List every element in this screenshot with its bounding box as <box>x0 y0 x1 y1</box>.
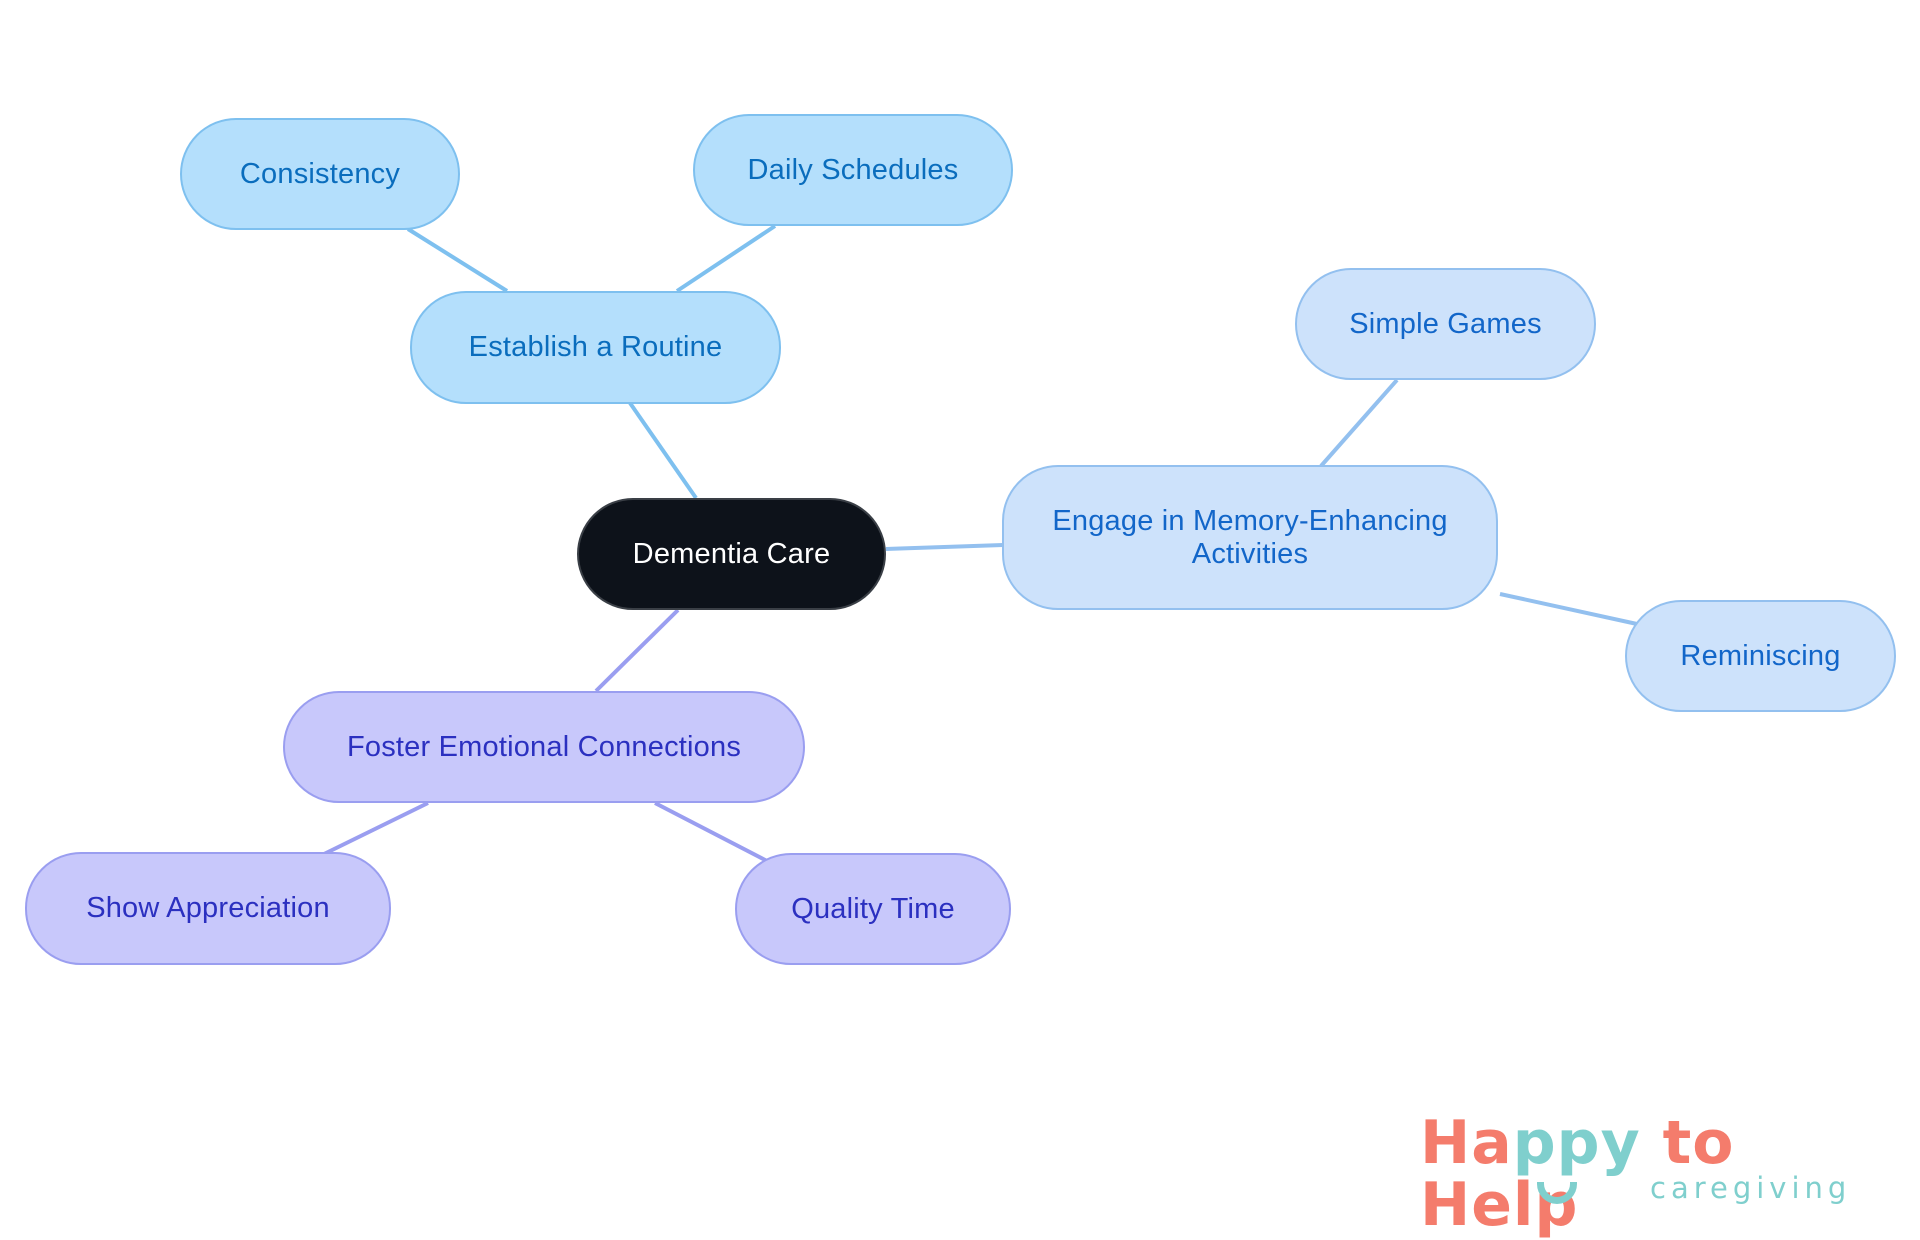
node-reminiscing[interactable]: Reminiscing <box>1625 600 1896 712</box>
node-consistency[interactable]: Consistency <box>180 118 460 230</box>
edge-root-to-emotion <box>594 608 680 693</box>
node-label: Simple Games <box>1349 307 1542 340</box>
edge-memory-to-simple-games <box>1319 378 1399 468</box>
node-show-appreciation[interactable]: Show Appreciation <box>25 852 391 965</box>
edge-root-to-memory <box>885 543 1004 551</box>
node-quality-time[interactable]: Quality Time <box>735 853 1011 965</box>
node-label: Consistency <box>239 157 401 190</box>
edge-emotion-to-show-appreciation <box>321 801 429 857</box>
node-label: Engage in Memory-Enhancing Activities <box>1052 504 1448 570</box>
node-label: Foster Emotional Connections <box>346 730 742 763</box>
node-label: Show Appreciation <box>86 892 330 924</box>
node-label: Reminiscing <box>1680 639 1841 672</box>
mind-map-edges <box>321 224 1638 863</box>
node-label: Establish a Routine <box>468 331 723 363</box>
logo-text-ha: Ha <box>1420 1108 1513 1178</box>
logo-subtitle: caregiving <box>1650 1171 1852 1205</box>
node-label: Daily Schedules <box>747 153 959 186</box>
happy-to-help-logo: Happy to Help caregiving <box>1420 1112 1890 1236</box>
edge-emotion-to-quality-time <box>654 801 768 863</box>
node-daily-schedules[interactable]: Daily Schedules <box>693 114 1013 226</box>
node-emotion[interactable]: Foster Emotional Connections <box>283 691 805 803</box>
edge-memory-to-reminiscing <box>1499 592 1638 626</box>
edge-routine-to-daily-schedules <box>675 224 777 293</box>
node-root[interactable]: Dementia Care <box>577 498 886 610</box>
node-label: Dementia Care <box>632 537 831 570</box>
edge-routine-to-consistency <box>406 227 509 293</box>
node-label: Quality Time <box>791 892 955 925</box>
logo-text-ppy: ppy <box>1512 1108 1641 1178</box>
node-routine[interactable]: Establish a Routine <box>410 291 781 404</box>
edge-root-to-routine <box>628 401 698 500</box>
smile-icon <box>1537 1182 1577 1204</box>
node-simple-games[interactable]: Simple Games <box>1295 268 1596 380</box>
node-memory[interactable]: Engage in Memory-Enhancing Activities <box>1002 465 1498 610</box>
